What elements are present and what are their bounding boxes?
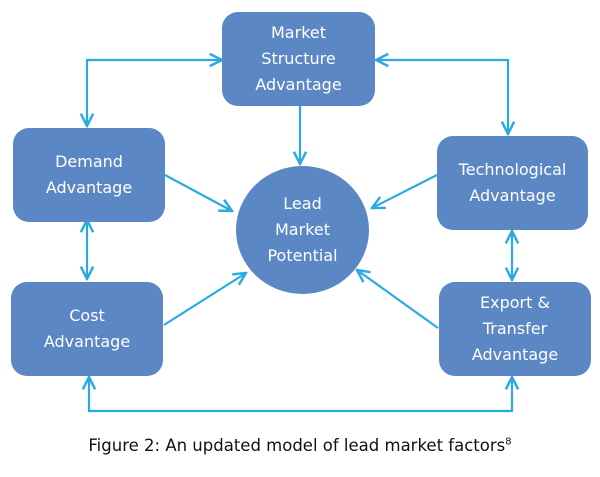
arrow-technological-lead (372, 174, 438, 208)
node-label-line: Advantage (43, 332, 131, 351)
node-label-line: Advantage (45, 178, 133, 197)
node-label-line: Transfer (482, 319, 548, 338)
node-label-line: Advantage (469, 186, 556, 205)
node-label-line: Market (275, 220, 330, 239)
node-label-line: Advantage (471, 345, 559, 364)
node-demand-advantage: Demand Advantage (13, 128, 165, 222)
node-label-line: Export & (480, 293, 550, 312)
arrow-export-lead (357, 270, 439, 329)
arrow-cost-lead (163, 273, 246, 326)
arrow-market-technological (376, 60, 508, 134)
node-label-line: Lead (283, 194, 322, 213)
arrow-demand-lead (164, 174, 232, 211)
node-lead-market-potential: Lead Market Potential (236, 166, 369, 294)
node-technological-advantage: Technological Advantage (437, 136, 588, 230)
figure-caption: Figure 2: An updated model of lead marke… (0, 436, 600, 455)
arrow-market-demand (87, 60, 222, 126)
node-label-line: Demand (55, 152, 123, 171)
caption-text: Figure 2: An updated model of lead marke… (88, 436, 506, 455)
caption-footnote: 8 (505, 436, 512, 448)
node-label-line: Market (271, 23, 326, 42)
node-label-line: Potential (267, 246, 338, 265)
node-label-line: Technological (458, 160, 567, 179)
node-label-line: Cost (69, 306, 105, 325)
node-cost-advantage: Cost Advantage (11, 282, 163, 376)
arrow-cost-export (89, 377, 512, 413)
node-label-line: Advantage (255, 75, 342, 94)
node-market-structure-advantage: Market Structure Advantage (222, 12, 375, 106)
node-label-line: Structure (261, 49, 336, 68)
node-export-transfer-advantage: Export & Transfer Advantage (439, 282, 591, 376)
